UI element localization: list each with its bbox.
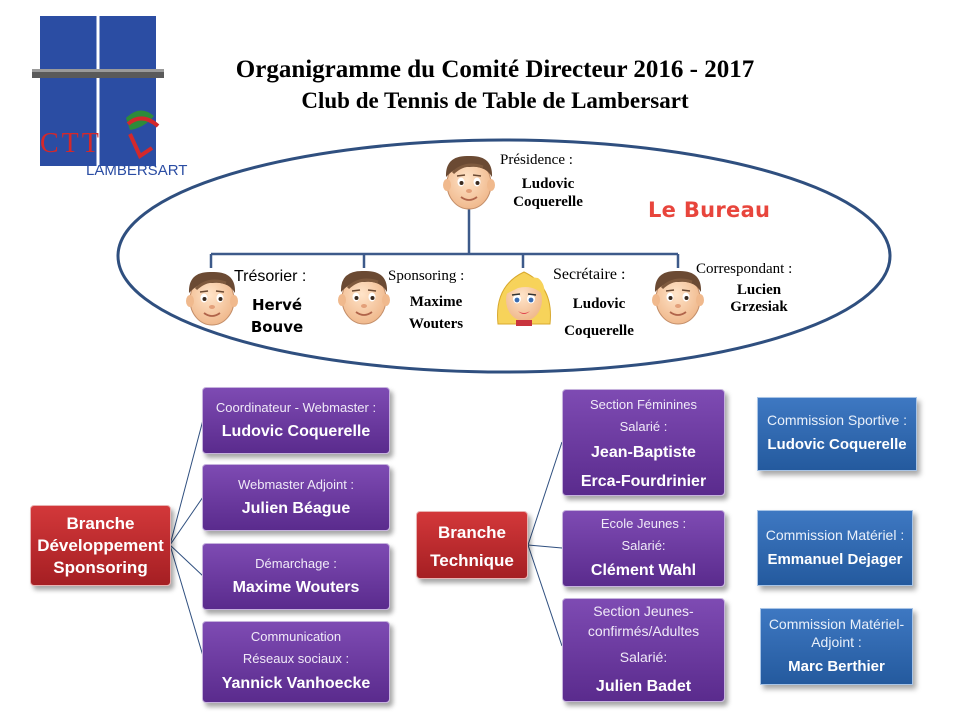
page-subtitle: Club de Tennis de Table de Lambersart: [301, 88, 689, 113]
tech-item-ecole-jeunes: Ecole Jeunes : Salarié: Clément Wahl: [562, 510, 725, 587]
president-avatar-icon: [441, 154, 497, 211]
secretaire-title: Secrétaire :: [553, 266, 626, 283]
commission-materiel-box: Commission Matériel : Emmanuel Dejager: [757, 510, 913, 586]
secretaire-name: Ludovic Coquerelle: [564, 296, 634, 339]
tresorier-name: Hervé Bouve: [250, 296, 304, 336]
club-logo: CTT LAMBERSART: [30, 16, 187, 186]
tech-branch-box: Branche Technique: [416, 511, 528, 579]
dev-item-demarchage: Démarchage : Maxime Wouters: [202, 543, 390, 610]
sponsoring-name: Maxime Wouters: [408, 294, 464, 332]
secretaire-block: Secrétaire : Ludovic Coquerelle: [553, 266, 653, 342]
dev-item-communication: Communication Réseaux sociaux : Yannick …: [202, 621, 390, 703]
page-title: Organigramme du Comité Directeur 2016 - …: [235, 56, 755, 83]
tresorier-avatar-icon: [184, 270, 240, 327]
logo-brand: CTT: [40, 128, 102, 159]
bureau-connectors: [209, 206, 680, 268]
correspondant-block: Correspondant : Lucien Grzesiak: [696, 261, 826, 316]
sponsoring-block: Sponsoring : Maxime Wouters: [388, 268, 488, 335]
tresorier-block: Trésorier : Hervé Bouve: [234, 268, 334, 338]
sponsoring-title: Sponsoring :: [388, 268, 465, 284]
logo-city: LAMBERSART: [86, 162, 188, 179]
correspondant-name: Lucien Grzesiak: [730, 282, 788, 315]
tech-item-section-jeunes-adultes: Section Jeunes- confirmés/Adultes Salari…: [562, 598, 725, 702]
tresorier-title: Trésorier :: [234, 268, 307, 285]
secretaire-avatar-icon: [496, 271, 552, 327]
bureau-label: Le Bureau: [648, 198, 771, 222]
presidence-name: Ludovic Coquerelle: [513, 176, 583, 210]
ping-pong-table-logo-icon: [30, 16, 180, 186]
commission-materiel-adjoint-box: Commission Matériel- Adjoint : Marc Bert…: [760, 608, 913, 685]
presidence-title: Présidence :: [500, 152, 573, 168]
dev-item-coordinateur: Coordinateur - Webmaster : Ludovic Coque…: [202, 387, 390, 454]
dev-branch-connectors: [169, 419, 204, 657]
dev-branch-box: Branche Développement Sponsoring: [30, 505, 171, 586]
dev-item-webmaster-adjoint: Webmaster Adjoint : Julien Béague: [202, 464, 390, 531]
correspondant-title: Correspondant :: [696, 261, 793, 277]
bureau-ellipse: [116, 138, 892, 374]
tech-item-section-feminines: Section Féminines Salarié : Jean-Baptist…: [562, 389, 725, 496]
presidence-block: Présidence : Ludovic Coquerelle: [500, 152, 600, 211]
tech-branch-connectors: [527, 441, 563, 647]
commission-sportive-box: Commission Sportive : Ludovic Coquerelle: [757, 397, 917, 471]
sponsoring-avatar-icon: [336, 269, 392, 326]
